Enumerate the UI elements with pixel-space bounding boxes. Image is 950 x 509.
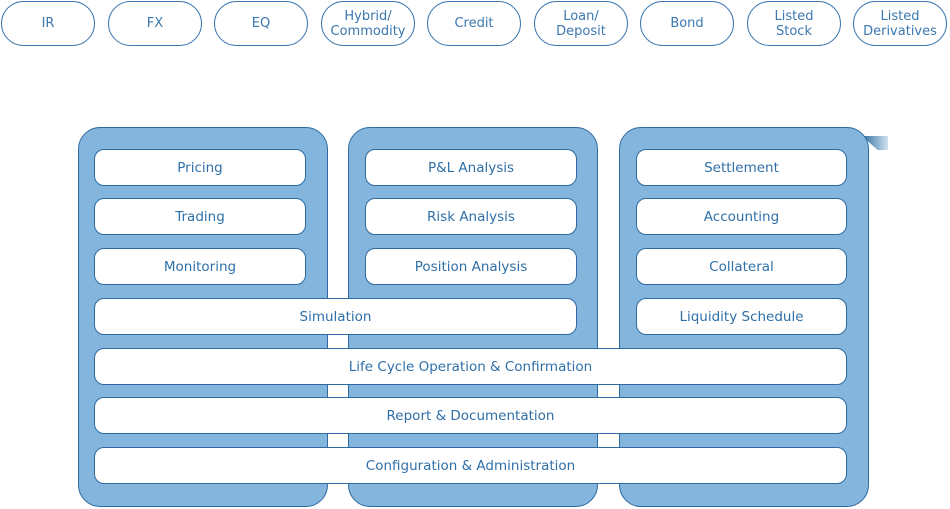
module-trading[interactable]: Trading: [94, 198, 306, 235]
module-configuration-administration[interactable]: Configuration & Administration: [94, 447, 847, 484]
product-label: Listed Stock: [774, 8, 814, 39]
module-collateral[interactable]: Collateral: [636, 248, 847, 285]
module-label: Configuration & Administration: [365, 457, 576, 474]
module-label: Collateral: [709, 258, 774, 275]
module-label: Accounting: [703, 208, 780, 225]
product-pill-bond[interactable]: Bond: [640, 1, 734, 46]
module-accounting[interactable]: Accounting: [636, 198, 847, 235]
module-label: Liquidity Schedule: [679, 308, 804, 325]
product-label: EQ: [251, 16, 271, 31]
product-pill-credit[interactable]: Credit: [427, 1, 521, 46]
module-liquidity-schedule[interactable]: Liquidity Schedule: [636, 298, 847, 335]
module-label: P&L Analysis: [427, 159, 515, 176]
product-pill-listed-derivatives[interactable]: Listed Derivatives: [853, 1, 947, 46]
product-pill-loan-deposit[interactable]: Loan/ Deposit: [534, 1, 628, 46]
module-settlement[interactable]: Settlement: [636, 149, 847, 186]
module-simulation[interactable]: Simulation: [94, 298, 577, 335]
module-report-documentation[interactable]: Report & Documentation: [94, 397, 847, 434]
module-label: Report & Documentation: [386, 407, 555, 424]
module-life-cycle-operation[interactable]: Life Cycle Operation & Confirmation: [94, 348, 847, 385]
product-label: IR: [41, 16, 55, 31]
product-label: Loan/ Deposit: [556, 8, 606, 39]
module-position-analysis[interactable]: Position Analysis: [365, 248, 577, 285]
module-pl-analysis[interactable]: P&L Analysis: [365, 149, 577, 186]
module-label: Settlement: [704, 159, 779, 176]
product-pill-listed-stock[interactable]: Listed Stock: [747, 1, 841, 46]
product-label: Listed Derivatives: [863, 8, 937, 39]
product-pill-hybrid-commodity[interactable]: Hybrid/ Commodity: [321, 1, 415, 46]
product-label: Credit: [454, 16, 494, 31]
module-label: Life Cycle Operation & Confirmation: [348, 358, 593, 375]
module-label: Risk Analysis: [427, 208, 515, 225]
module-label: Pricing: [177, 159, 223, 176]
module-pricing[interactable]: Pricing: [94, 149, 306, 186]
module-label: Monitoring: [163, 258, 237, 275]
module-risk-analysis[interactable]: Risk Analysis: [365, 198, 577, 235]
module-label: Position Analysis: [414, 258, 528, 275]
module-monitoring[interactable]: Monitoring: [94, 248, 306, 285]
module-label: Trading: [175, 208, 225, 225]
product-pill-ir[interactable]: IR: [1, 1, 95, 46]
product-label: Bond: [670, 16, 704, 31]
product-label: FX: [146, 16, 164, 31]
module-label: Simulation: [299, 308, 372, 325]
product-pill-fx[interactable]: FX: [108, 1, 202, 46]
product-pill-eq[interactable]: EQ: [214, 1, 308, 46]
product-label: Hybrid/ Commodity: [330, 8, 406, 39]
